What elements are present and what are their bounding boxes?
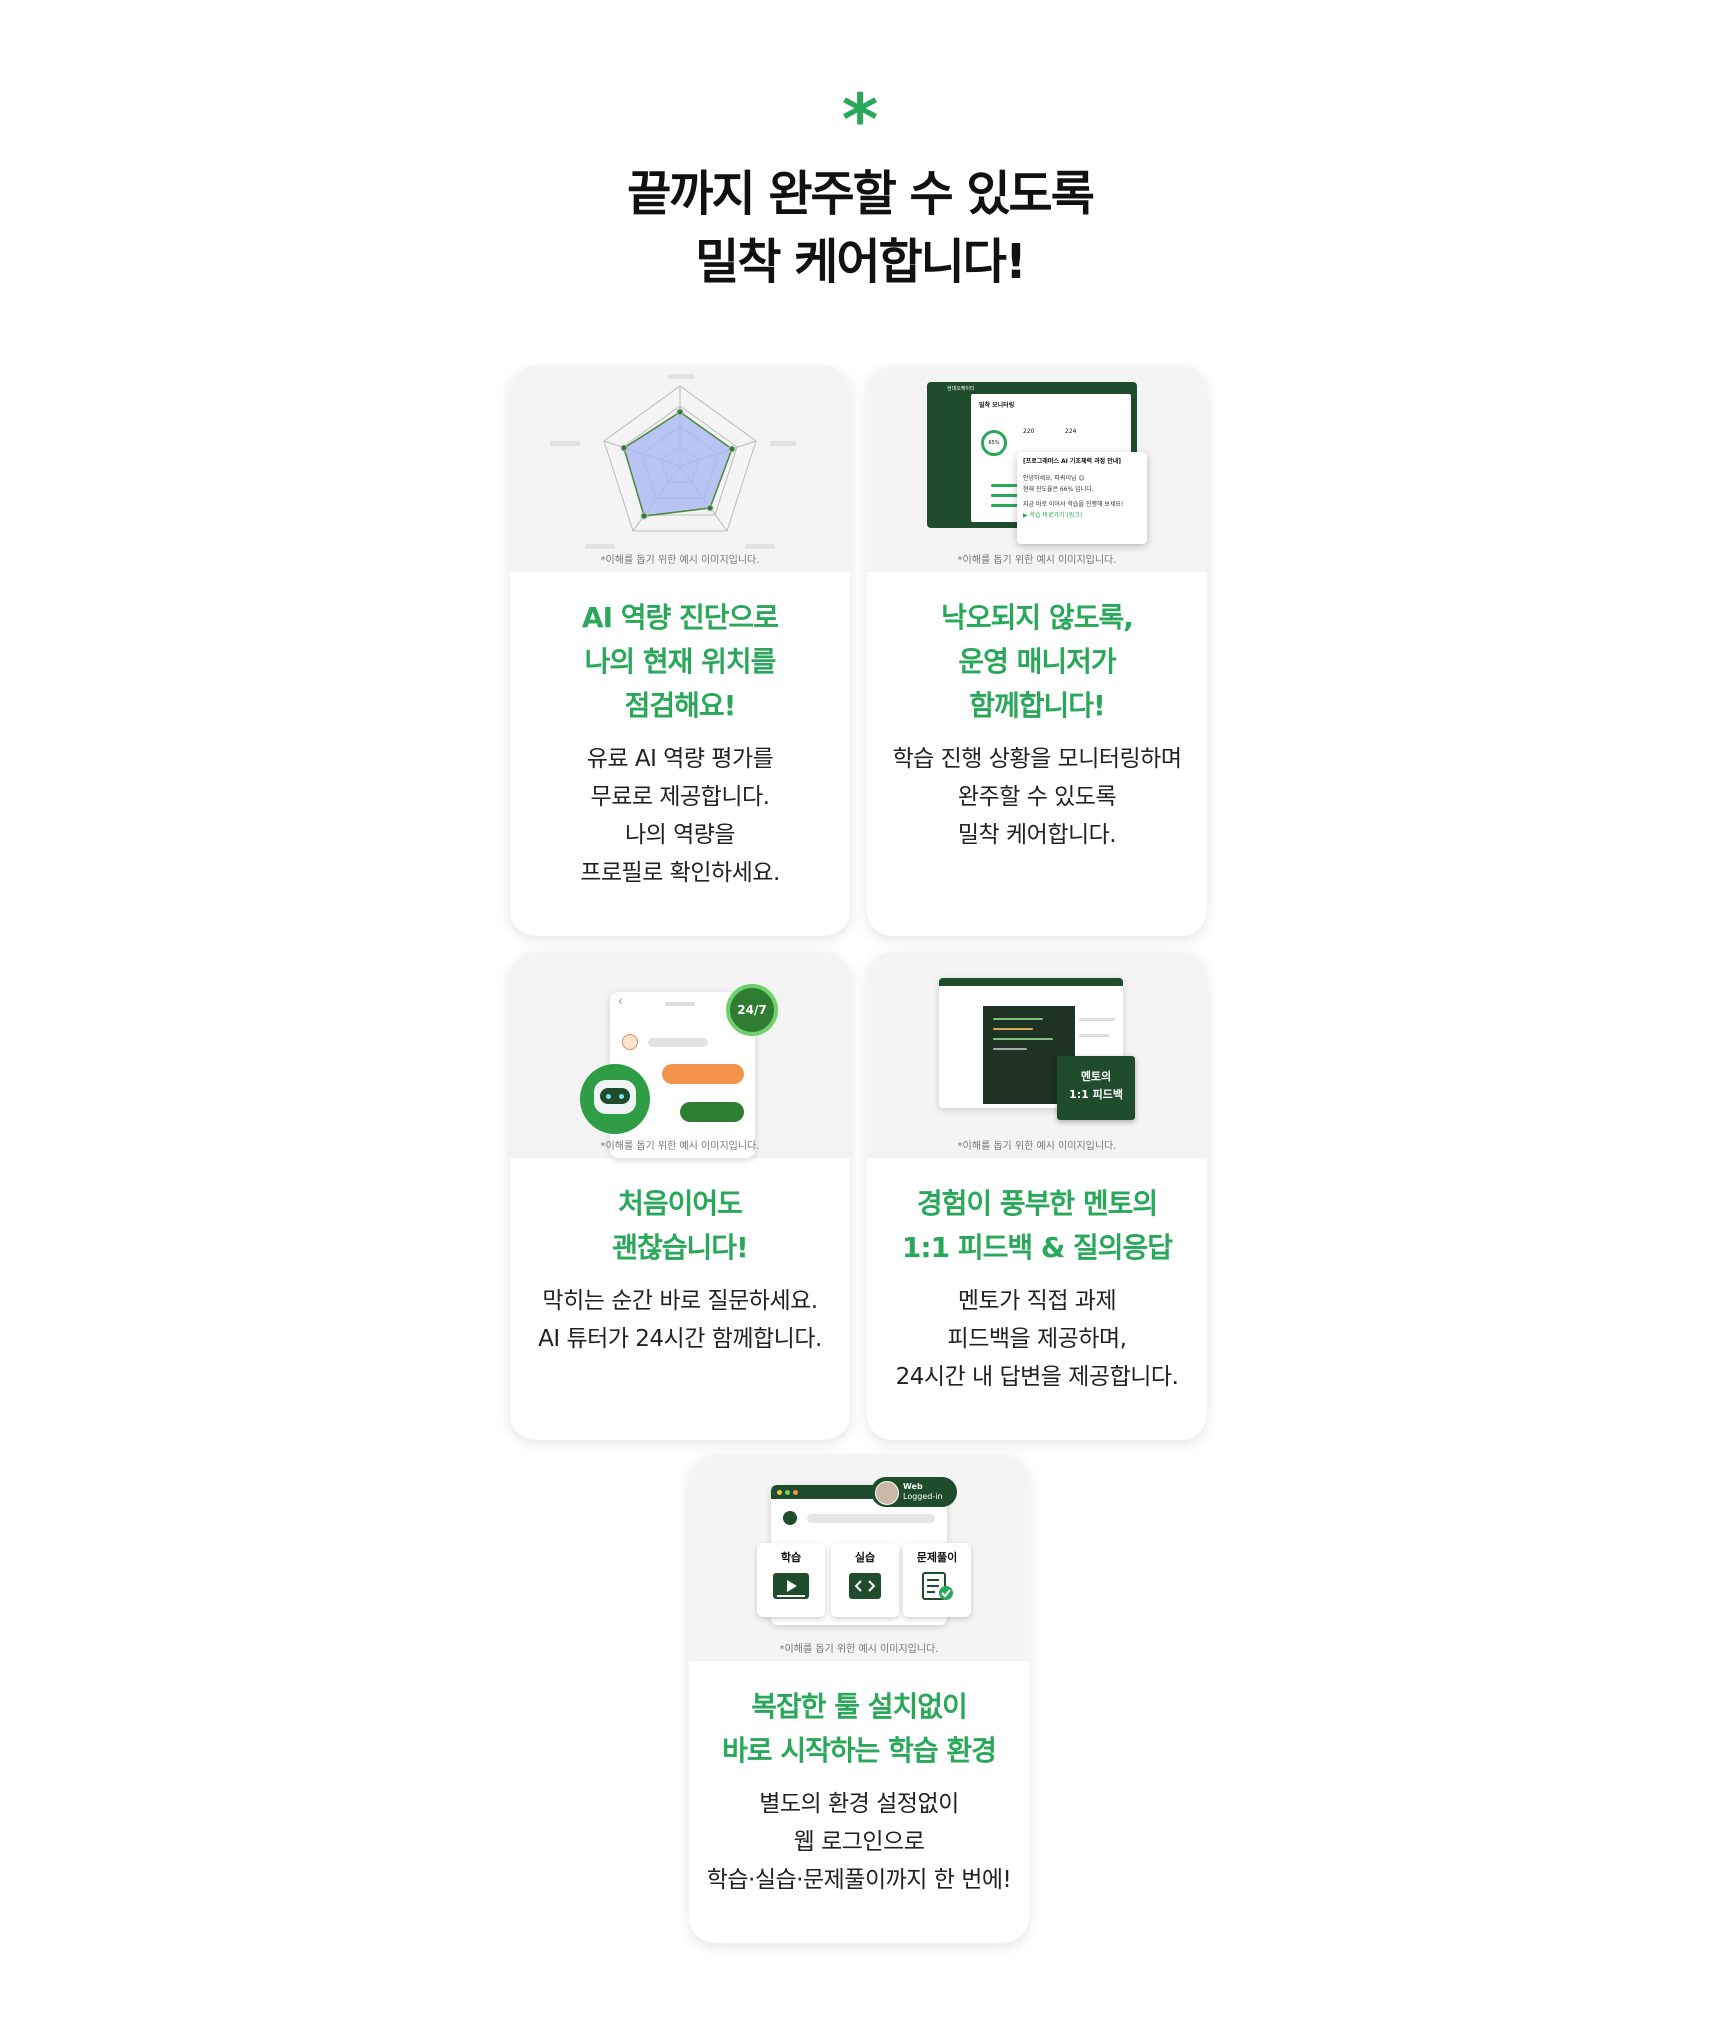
example-caption: *이해를 돕기 위한 예시 이미지입니다.	[600, 1141, 760, 1152]
feature-learn[interactable]: 학습	[757, 1543, 825, 1617]
accent-asterisk: *	[841, 79, 879, 161]
login-badge: Web Logged-in	[871, 1477, 957, 1507]
popup-line: 지금 바로 이어서 학습을 진행해 보세요!	[1023, 501, 1124, 508]
card-description: 막히는 순간 바로 질문하세요. AI 튜터가 24시간 함께합니다.	[538, 1288, 822, 1352]
mentor-feedback-image: 멘토의 1:1 피드백 *이해를 돕기 위한 예시 이미지입니다.	[867, 952, 1207, 1158]
feature-problem-solving[interactable]: 문제풀이	[903, 1543, 971, 1617]
card-description: 학습 진행 상황을 모니터링하며 완주할 수 있도록 밀착 케어합니다.	[892, 746, 1182, 848]
popup-line: 안녕하세요, 파쿼이님 😊	[1023, 475, 1085, 482]
robot-icon	[580, 1064, 650, 1134]
example-caption: *이해를 돕기 위한 예시 이미지입니다.	[600, 555, 760, 566]
card-description: 멘토가 직접 과제 피드백을 제공하며, 24시간 내 답변을 제공합니다.	[895, 1288, 1179, 1390]
chevron-left-icon[interactable]: ‹	[618, 994, 623, 1008]
card-mentor-feedback: 멘토의 1:1 피드백 *이해를 돕기 위한 예시 이미지입니다. 경험이 풍부…	[867, 952, 1207, 1440]
card-manager-monitoring: 현대오케이티 밀착 모니터링 65% 220 224 [프로그래머스 AI 기초…	[867, 366, 1207, 936]
stat-value-2: 224	[1065, 428, 1077, 435]
notification-popup: [프로그래머스 AI 기초체력 과정 안내] 안녕하세요, 파쿼이님 😊 현재 …	[1017, 452, 1147, 544]
example-caption: *이해를 돕기 위한 예시 이미지입니다.	[957, 1141, 1117, 1152]
card-ai-tutor: ‹ 24/7 *이해를 돕기 위한 예시 이미지입니다. 처음이어도 괜찮습니다…	[510, 952, 850, 1440]
example-caption: *이해를 돕기 위한 예시 이미지입니다.	[957, 555, 1117, 566]
progress-ring: 65%	[981, 430, 1007, 456]
card-ai-diagnosis: *이해를 돕기 위한 예시 이미지입니다. AI 역량 진단으로 나의 현재 위…	[510, 366, 850, 936]
card-title: 복잡한 툴 설치없이 바로 시작하는 학습 환경	[722, 1690, 997, 1767]
chat-bubble-orange	[662, 1064, 744, 1084]
popup-line: 현재 진도율은 66% 입니다.	[1023, 486, 1094, 493]
card-description: 유료 AI 역량 평가를 무료로 제공합니다. 나의 역량을 프로필로 확인하세…	[580, 746, 780, 886]
page-title: 끝까지 완주할 수 있도록 밀착 케어합니다!	[0, 160, 1720, 296]
avatar	[875, 1481, 899, 1505]
card-title: AI 역량 진단으로 나의 현재 위치를 점검해요!	[581, 601, 779, 722]
badge-24-7: 24/7	[726, 984, 778, 1036]
card-learning-environment: Web Logged-in 학습 실습 문제풀이	[689, 1455, 1029, 1943]
card-title: 낙오되지 않도록, 운영 매니저가 함께합니다!	[941, 601, 1134, 722]
window-title: 현대오케이티	[947, 386, 975, 392]
title-line-2: 밀착 케어합니다!	[695, 234, 1027, 290]
title-line-1: 끝까지 완주할 수 있도록	[627, 166, 1095, 222]
user-icon	[783, 1511, 797, 1525]
card-title: 처음이어도 괜찮습니다!	[612, 1187, 749, 1264]
web-learning-image: Web Logged-in 학습 실습 문제풀이	[689, 1455, 1029, 1661]
panel-title: 밀착 모니터링	[979, 402, 1015, 409]
checklist-icon	[922, 1572, 953, 1600]
user-avatar-icon	[622, 1034, 638, 1050]
feature-practice[interactable]: 실습	[831, 1543, 899, 1617]
ai-tutor-chat-image: ‹ 24/7 *이해를 돕기 위한 예시 이미지입니다.	[510, 952, 850, 1158]
mentor-feedback-label: 멘토의 1:1 피드백	[1057, 1056, 1135, 1120]
popup-link[interactable]: ▶ 학습 바로가기 (링크)	[1023, 512, 1083, 519]
card-description: 별도의 환경 설정없이 웹 로그인으로 학습·실습·문제풀이까지 한 번에!	[706, 1791, 1012, 1893]
code-icon	[849, 1573, 881, 1599]
popup-title: [프로그래머스 AI 기초체력 과정 안내]	[1023, 458, 1121, 465]
stat-value-1: 220	[1023, 428, 1035, 435]
chat-bubble-green	[680, 1102, 744, 1122]
monitoring-dashboard-image: 현대오케이티 밀착 모니터링 65% 220 224 [프로그래머스 AI 기초…	[867, 366, 1207, 572]
radar-chart-image: *이해를 돕기 위한 예시 이미지입니다.	[510, 366, 850, 572]
radar-chart-illustration	[550, 374, 796, 549]
card-title: 경험이 풍부한 멘토의 1:1 피드백 & 질의응답	[901, 1187, 1173, 1264]
example-caption: *이해를 돕기 위한 예시 이미지입니다.	[779, 1644, 939, 1655]
play-video-icon	[773, 1573, 809, 1599]
